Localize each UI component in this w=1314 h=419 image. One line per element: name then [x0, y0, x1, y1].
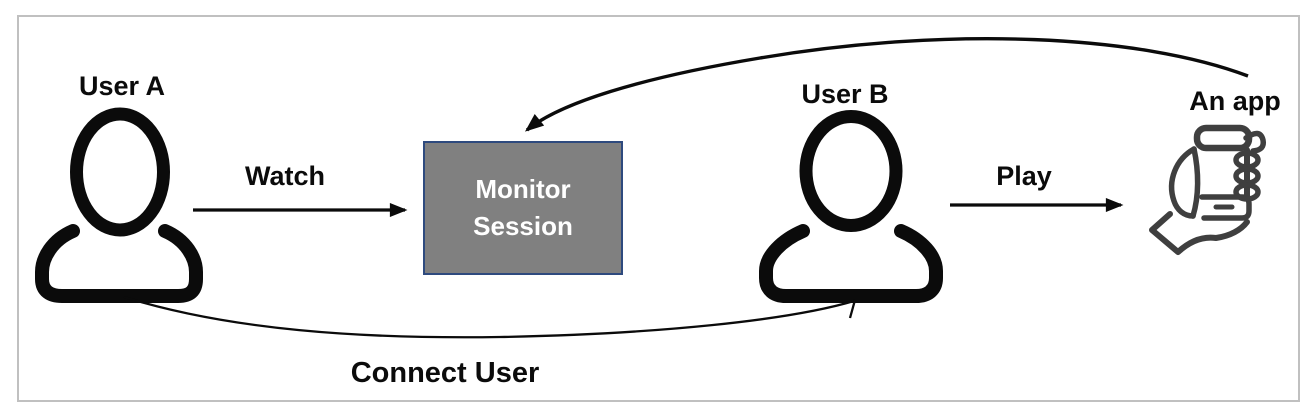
hand-holding-phone-icon	[1149, 124, 1267, 255]
user-b-person-icon	[759, 110, 943, 303]
app-feedback-curve-arrow	[524, 37, 1249, 132]
an-app-label: An app	[1189, 86, 1281, 116]
user-a-person-icon	[35, 107, 203, 303]
connect-user-curve-arrow	[123, 295, 857, 339]
monitor-session-label: Monitor Session	[473, 174, 573, 241]
user-a-label: User A	[78, 71, 166, 101]
play-edge-label: Play	[996, 161, 1052, 191]
diagram-frame-border	[17, 15, 1300, 402]
user-b-label: User B	[801, 79, 889, 109]
watch-edge-label: Watch	[245, 161, 325, 191]
monitor-session-node: Monitor Session	[423, 141, 623, 275]
connect-user-edge-label: Connect User	[350, 357, 540, 389]
